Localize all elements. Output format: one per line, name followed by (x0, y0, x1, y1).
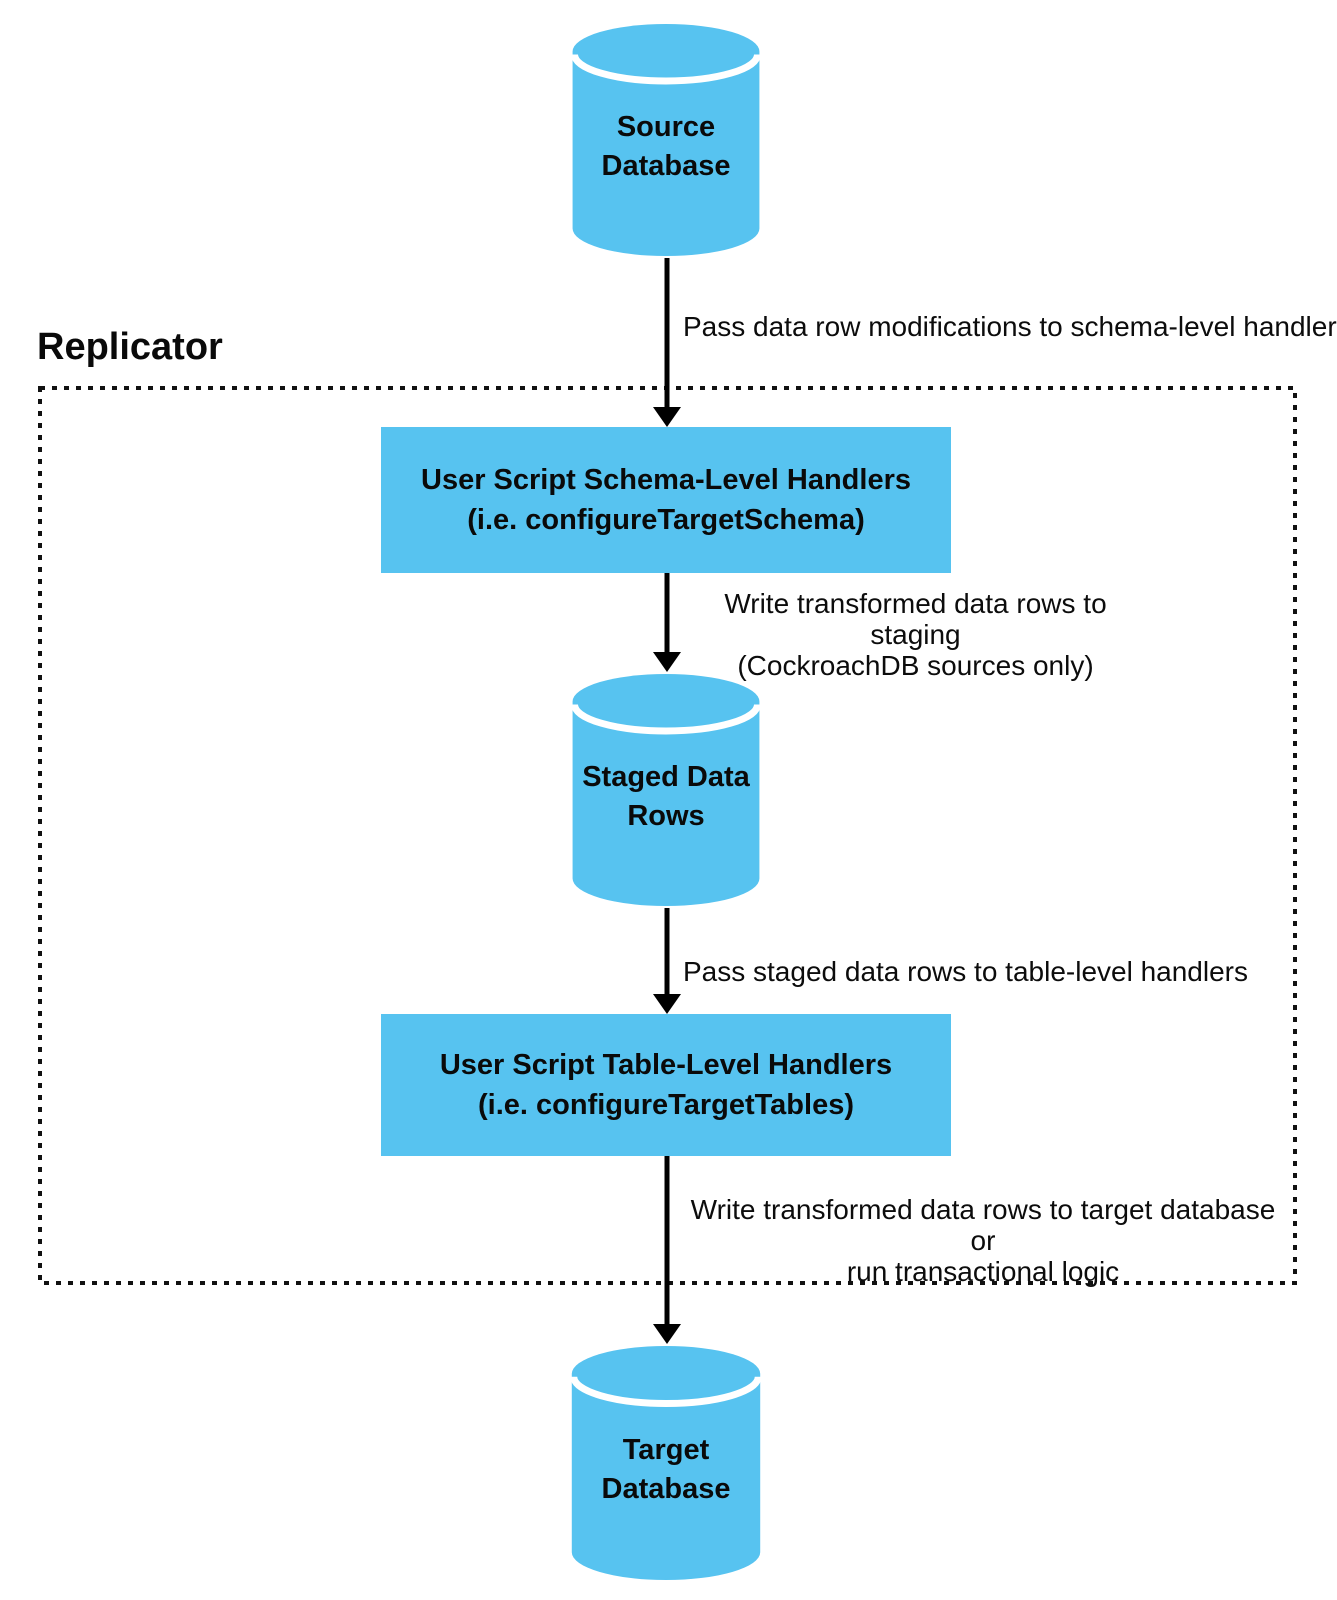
staged-data-rows-node: Staged Data Rows (571, 672, 761, 908)
arrow-shaft (664, 1156, 670, 1326)
target-database-label-line2: Database (601, 1473, 731, 1505)
table-handlers-label-line2: (i.e. configureTargetTables) (478, 1089, 854, 1121)
arrow-staging-to-table (653, 908, 681, 1014)
target-database-node: Target Database (571, 1344, 761, 1582)
arrow-schema-to-staging (653, 573, 681, 672)
table-handlers-node: User Script Table-Level Handlers (i.e. c… (381, 1014, 951, 1156)
source-database-label-line2: Database (601, 150, 731, 182)
database-cylinder-icon (571, 673, 761, 907)
arrow-head-icon (653, 994, 681, 1014)
target-database-label: Target Database (571, 1344, 761, 1582)
edge-label-schema-to-staging: Write transformed data rows to staging (… (684, 588, 1147, 681)
target-database-label-line1: Target (622, 1434, 710, 1466)
edge-label-staging-to-table: Pass staged data rows to table-level han… (683, 956, 1248, 987)
arrow-shaft (664, 908, 670, 996)
database-cylinder-icon (571, 23, 761, 257)
staged-data-rows-label: Staged Data Rows (571, 672, 761, 908)
edge-label-source-to-schema: Pass data row modifications to schema-le… (683, 311, 1337, 342)
source-database-label: Source Database (571, 22, 761, 258)
arrow-shaft (664, 258, 670, 409)
edge-label-line2: (CockroachDB sources only) (737, 650, 1094, 681)
arrow-head-icon (653, 1324, 681, 1344)
source-database-node: Source Database (571, 22, 761, 258)
edge-label-line2: run transactional logic (846, 1256, 1120, 1287)
schema-handlers-label-line1: User Script Schema-Level Handlers (421, 464, 911, 496)
replicator-group-label: Replicator (37, 326, 223, 368)
arrow-table-to-target (653, 1156, 681, 1344)
schema-handlers-label-line2: (i.e. configureTargetSchema) (467, 504, 865, 536)
arrow-head-icon (653, 652, 681, 672)
edge-label-line1: Write transformed data rows to staging (724, 588, 1107, 650)
arrow-shaft (664, 573, 670, 654)
staged-data-rows-label-line1: Staged Data (582, 761, 750, 793)
table-handlers-label-line1: User Script Table-Level Handlers (439, 1049, 893, 1081)
arrow-head-icon (653, 407, 681, 427)
database-cylinder-icon (571, 1345, 761, 1581)
arrow-source-to-schema (653, 258, 681, 427)
schema-handlers-node: User Script Schema-Level Handlers (i.e. … (381, 427, 951, 573)
edge-label-table-to-target: Write transformed data rows to target da… (682, 1194, 1284, 1287)
staged-data-rows-label-line2: Rows (627, 800, 705, 832)
edge-label-line1: Write transformed data rows to target da… (690, 1194, 1276, 1256)
source-database-label-line1: Source (616, 111, 716, 143)
